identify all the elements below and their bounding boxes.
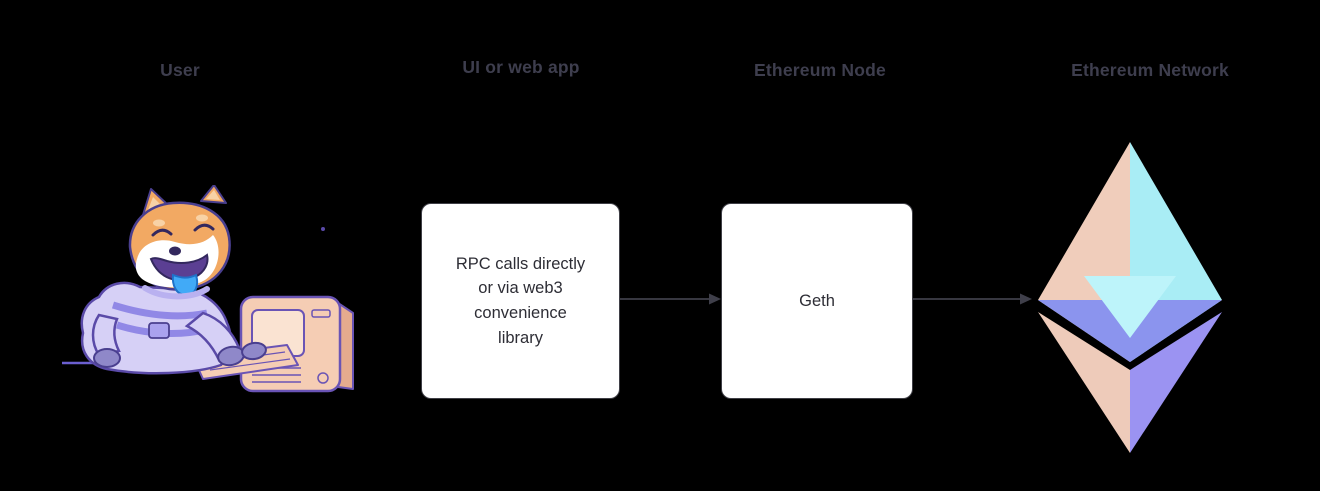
heading-user: User bbox=[160, 60, 200, 80]
heading-ethereum-node: Ethereum Node bbox=[754, 60, 886, 80]
doge-arm bbox=[184, 311, 267, 367]
arrow-ui-to-node bbox=[620, 293, 721, 305]
doge-user-illustration bbox=[62, 185, 354, 393]
ethereum-logo-icon bbox=[1038, 142, 1222, 453]
doge-suit bbox=[80, 281, 232, 375]
doge-head bbox=[128, 185, 231, 300]
doge-nose bbox=[169, 246, 181, 256]
eth-face-bottom-left bbox=[1038, 312, 1130, 453]
eth-face-center-triangle bbox=[1084, 276, 1176, 338]
heading-ethereum-network: Ethereum Network bbox=[1071, 60, 1229, 80]
doge-eye-left bbox=[151, 228, 173, 237]
geth-box-text: Geth bbox=[799, 291, 835, 310]
eth-face-bottom-right bbox=[1130, 312, 1222, 453]
heading-ui-or-web-app: UI or web app bbox=[462, 57, 580, 77]
rpc-box: RPC calls directly or via web3 convenien… bbox=[421, 203, 620, 399]
geth-box: Geth bbox=[721, 203, 913, 399]
doge-eye-right bbox=[193, 223, 215, 232]
doge-tongue bbox=[171, 273, 199, 297]
rpc-box-text: RPC calls directly or via web3 convenien… bbox=[455, 254, 586, 347]
arrow-node-to-network bbox=[913, 293, 1032, 305]
sparkle-dot bbox=[321, 227, 325, 231]
